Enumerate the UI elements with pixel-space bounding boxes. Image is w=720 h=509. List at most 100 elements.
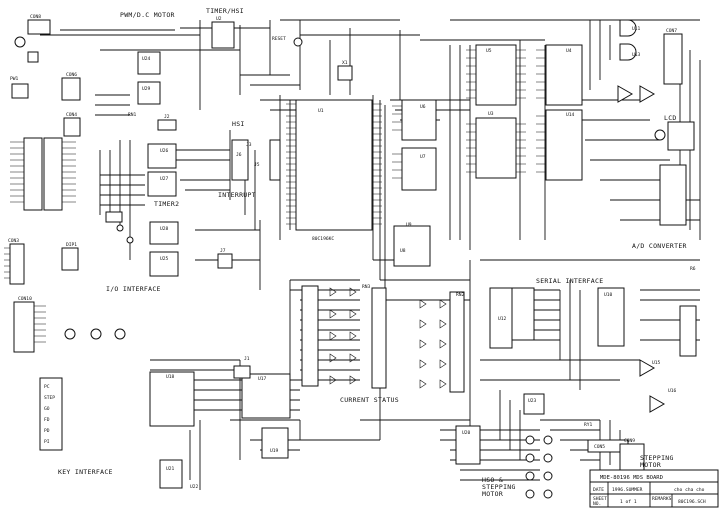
label-lcd: LCD: [664, 114, 677, 122]
ref-u7: U7: [420, 154, 426, 160]
title-block-date-label: DATE: [593, 487, 604, 493]
res-array: [679, 305, 697, 357]
key-row-label: STEP: [44, 395, 55, 401]
label-serial-interface: SERIAL INTERFACE: [536, 277, 603, 285]
ref-u10: U10: [604, 292, 613, 298]
ref-reset: RESET: [272, 36, 286, 42]
label-timer2: TIMER2: [154, 200, 179, 208]
label-interrupt: INTERRUPT: [218, 191, 256, 199]
chip-u25: [149, 251, 179, 277]
title-block-remarks-label: REMARKS: [652, 496, 672, 502]
key-row-label: PC: [44, 384, 50, 390]
rn2-a: [371, 287, 387, 389]
ref-u15: U15: [652, 360, 661, 366]
ref-u9: U9: [406, 222, 412, 228]
chip-u24: [137, 51, 161, 75]
ref-u22: U22: [190, 484, 199, 490]
status-leds: [329, 287, 447, 389]
ref-con4: CON4: [66, 112, 77, 118]
ref-con9: CON9: [624, 438, 635, 444]
chip-ad: [659, 164, 687, 226]
ref-rn2: RN2: [456, 292, 465, 298]
chip-u26: [147, 143, 177, 169]
ref-u19: U19: [270, 448, 279, 454]
ref-u21: U21: [166, 466, 175, 472]
chip-u3: [475, 117, 517, 179]
ref-u4: U4: [566, 48, 572, 54]
ref-u26: U26: [160, 148, 169, 154]
key-row-label: PI: [44, 439, 50, 445]
ref-u5: U5: [486, 48, 492, 54]
ref-u20: U20: [462, 430, 471, 436]
rn3: [301, 285, 319, 387]
ref-pw1: PW1: [10, 76, 19, 82]
chip-u12b: [511, 287, 535, 341]
ref-rn1: RN1: [128, 112, 137, 118]
ref-u14: U14: [566, 112, 575, 118]
ref-u3: U3: [488, 111, 494, 117]
title-block-date-value: 1996.SUMMER: [612, 487, 643, 493]
key-row-label: GO: [44, 406, 50, 412]
chip-hsi: [231, 139, 249, 181]
chip-u2r: [545, 109, 583, 181]
logic-gates: [617, 19, 666, 413]
chip-u21: [159, 459, 183, 489]
chip-u10: [597, 287, 625, 347]
ref-u6: U6: [420, 104, 426, 110]
chip-u7: [401, 147, 437, 191]
ref-u29: U29: [142, 86, 151, 92]
chip-hsi-b: [269, 139, 281, 181]
ref-con6: CON6: [66, 72, 77, 78]
crystal-x1: [337, 65, 353, 81]
label-current-status: CURRENT STATUS: [340, 396, 399, 404]
chip-u6: [401, 99, 437, 141]
ref-r6: R6: [690, 266, 696, 272]
ref-j1: J1: [244, 356, 250, 362]
label-ad-converter: A/D CONVERTER: [632, 242, 687, 250]
ref-u23: U23: [528, 398, 537, 404]
chip-u20: [455, 425, 481, 465]
chip-u2: [211, 21, 235, 49]
ref-u8: U8: [400, 248, 406, 254]
ref-u12: U12: [498, 316, 507, 322]
rn2: [449, 291, 465, 393]
ref-u25: U25: [160, 256, 169, 262]
chip-u9: [393, 225, 431, 267]
jumper-j7: [217, 253, 233, 269]
chip-con7: [663, 33, 683, 85]
ref-dip1: DIP1: [66, 242, 77, 248]
ref-u27: U27: [160, 176, 169, 182]
jumper-j1: [233, 365, 251, 379]
chip-u5: [545, 44, 583, 106]
ref-u18: U18: [166, 374, 175, 380]
ref-u16: U16: [668, 388, 677, 394]
ref-u2: U2: [216, 16, 222, 22]
title-block-text: MDE-80196 MDS BOARD DATE 1996.SUMMER cho…: [593, 475, 706, 507]
chip-u18: [149, 371, 195, 427]
title-block-remarks-value: 80C196.SCH: [678, 499, 706, 505]
left-connectors: [4, 19, 81, 353]
title-block: [589, 469, 719, 508]
label-key-interface: KEY INTERFACE: [58, 468, 113, 476]
chips: [39, 21, 697, 489]
ref-con10: CON10: [18, 296, 32, 302]
ref-con5: CON5: [594, 444, 605, 450]
label-timer-hsi: TIMER/HSI: [206, 7, 244, 15]
chip-u23: [523, 393, 545, 415]
ref-j3: J3: [246, 142, 252, 148]
ref-j2: J2: [164, 114, 170, 120]
chip-u17: [241, 373, 291, 419]
ref-ry1: RY1: [584, 422, 593, 428]
ref-u11: U11: [632, 26, 641, 32]
ref-j5: J5: [254, 162, 260, 168]
ref-u17: U17: [258, 376, 267, 382]
chip-u28: [149, 221, 179, 245]
u1-pins: [286, 49, 546, 225]
chip-u26b: [147, 171, 177, 197]
component-refs: U1 80C196KC U2 U3 U4 U5 U6 U7 U8 U9 U10 …: [8, 14, 696, 490]
